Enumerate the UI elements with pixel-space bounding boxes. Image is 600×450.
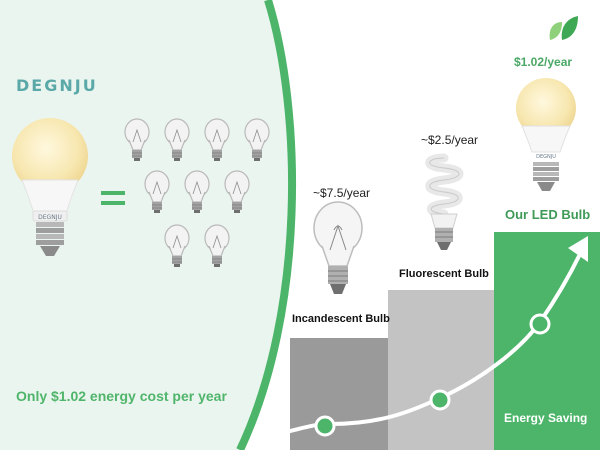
curve-node (529, 313, 551, 335)
curve-node (314, 415, 336, 437)
fluorescent-step (388, 290, 494, 450)
incandescent-name: Incandescent Bulb (292, 313, 390, 325)
incandescent-price: ~$7.5/year (313, 186, 371, 200)
incandescent-bulb-icon (313, 201, 363, 294)
leaf-icon (549, 16, 578, 40)
led-step (494, 232, 600, 450)
curve-node (429, 389, 451, 411)
brand-logo: DEGNJU (16, 76, 98, 95)
led-bulb-large-icon: DEGNJU (12, 118, 88, 256)
incandescent-step (290, 338, 388, 450)
led-bulb-label: DEGNJU (536, 154, 556, 160)
fluorescent-name: Fluorescent Bulb (399, 268, 489, 280)
led-name: Our LED Bulb (505, 207, 591, 222)
led-bulb-icon: DEGNJU (516, 78, 576, 191)
led-price: $1.02/year (514, 55, 573, 69)
equals-sign (101, 191, 125, 205)
arrow-up-right-icon (568, 236, 588, 262)
energy-saving-label: Energy Saving (504, 411, 588, 425)
fluorescent-price: ~$2.5/year (421, 133, 479, 147)
energy-cost-tagline: Only $1.02 energy cost per year (16, 388, 227, 404)
led-bulb-large-label: DEGNJU (38, 214, 62, 221)
fluorescent-bulb-icon (425, 153, 464, 250)
